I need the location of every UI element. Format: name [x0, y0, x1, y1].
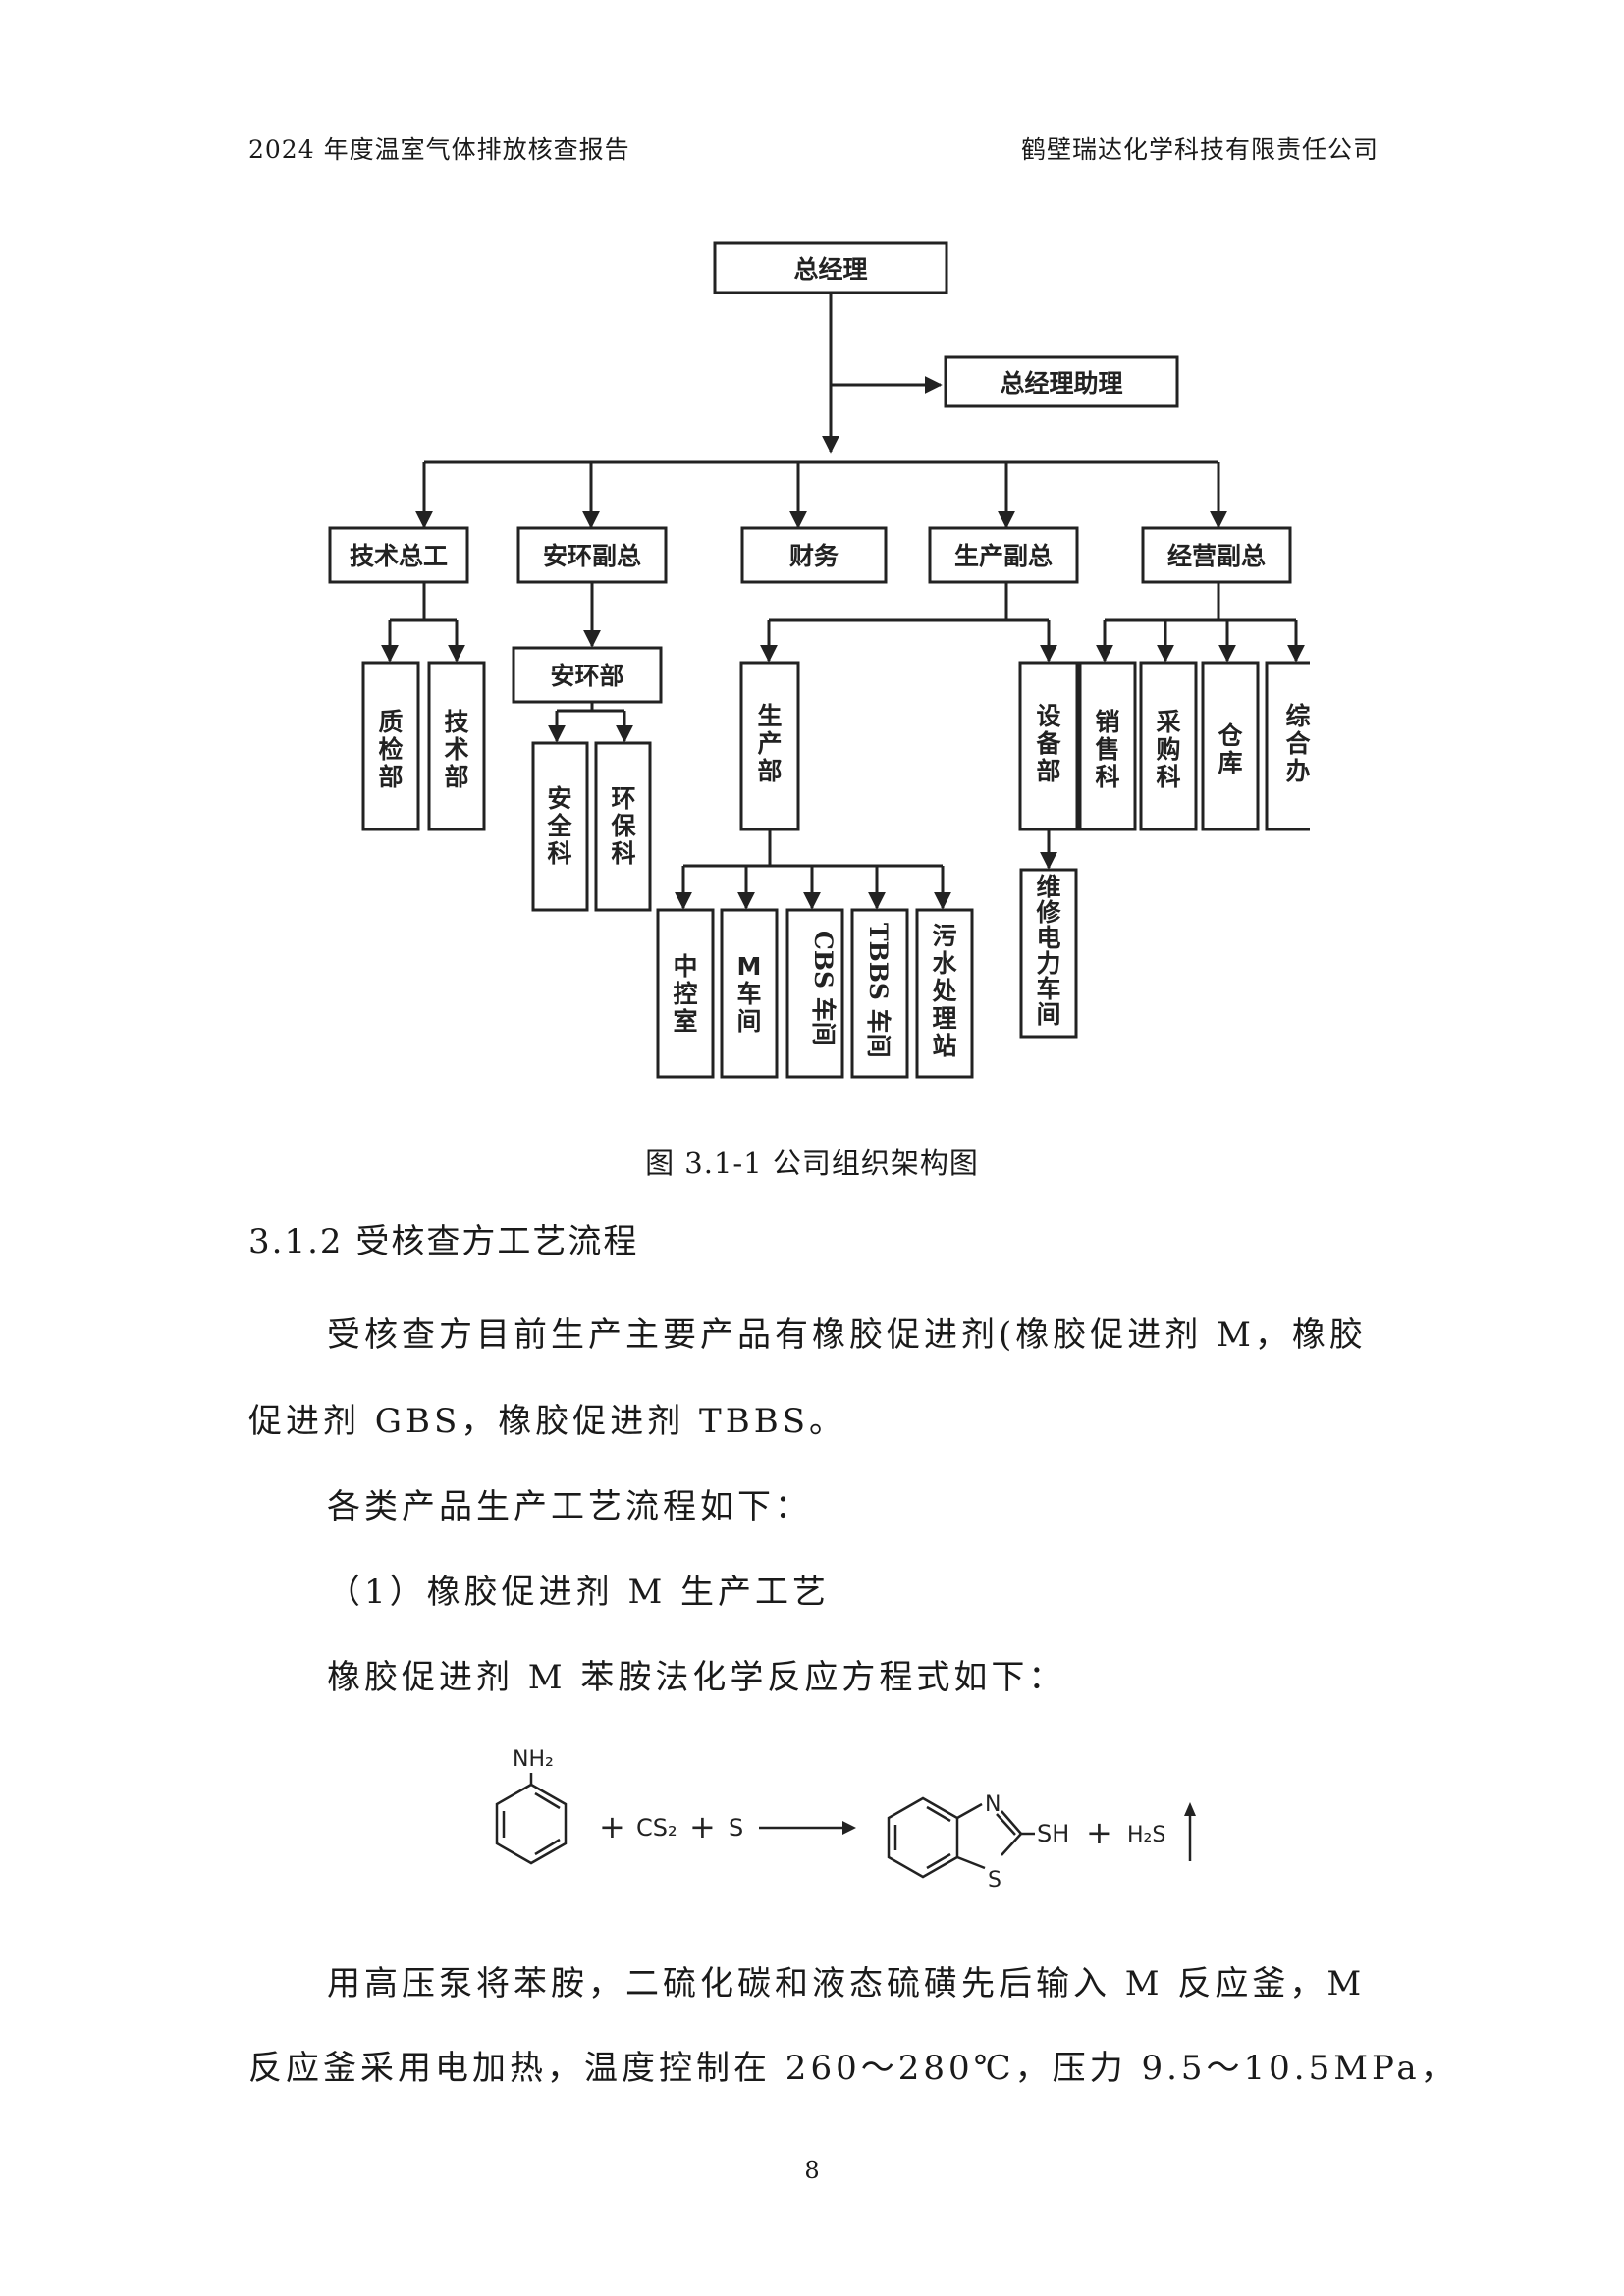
nh2-label: NH₂ — [513, 1747, 554, 1772]
box-env-protection: 环保科 — [594, 741, 652, 912]
paragraph-equation-intro: 橡胶促进剂 M 苯胺法化学反应方程式如下： — [327, 1658, 1066, 1697]
paragraph-process-line1: 用高压泵将苯胺，二硫化碳和液态硫磺先后输入 M 反应釜，M — [327, 1964, 1366, 2003]
purchasing-section-label: 采购科 — [1156, 708, 1180, 791]
maintenance-workshop-label: 维修电力车间 — [1035, 873, 1061, 1029]
safety-section-label: 安全科 — [546, 784, 572, 868]
mbt-structure: N S SH — [887, 1792, 1069, 1893]
gas-up-arrow — [1184, 1802, 1196, 1861]
finance-label: 财务 — [789, 542, 839, 570]
box-purchasing-section: 采购科 — [1139, 661, 1198, 831]
plus-3: + — [1086, 1814, 1112, 1851]
box-sales-section: 销售科 — [1078, 661, 1137, 831]
production-dept-label: 生产部 — [757, 702, 782, 785]
header-report-title: 2024 年度温室气体排放核查报告 — [248, 135, 630, 164]
box-equipment-dept: 设备部 — [1018, 661, 1079, 831]
page-number: 8 — [804, 2157, 820, 2184]
box-safety-section: 安全科 — [531, 741, 589, 912]
plus-2: + — [689, 1808, 716, 1845]
box-tech-dept: 技术部 — [427, 661, 486, 831]
box-production-dept: 生产部 — [739, 661, 800, 831]
tech-chief-label: 技术总工 — [350, 542, 448, 570]
paragraph-process-intro: 各类产品生产工艺流程如下： — [327, 1487, 812, 1526]
sewage-station-label: 污水处理站 — [931, 922, 957, 1060]
box-warehouse: 仓库 — [1201, 661, 1260, 831]
cbs-workshop-label: CBS 车间 — [809, 931, 838, 1046]
general-manager-label: 总经理 — [793, 255, 867, 284]
h2s-label: H₂S — [1127, 1823, 1165, 1847]
production-vp-label: 生产副总 — [954, 542, 1053, 570]
box-control-room: 中控室 — [656, 908, 715, 1079]
box-qc-dept: 质检部 — [361, 661, 420, 831]
sh-label: SH — [1037, 1820, 1069, 1847]
tbbs-workshop-label: TBBS 车间 — [864, 923, 893, 1058]
plus-1: + — [599, 1808, 625, 1845]
sales-section-label: 销售科 — [1095, 708, 1119, 791]
figure-caption: 图 3.1-1 公司组织架构图 — [645, 1147, 979, 1180]
control-room-label: 中控室 — [673, 952, 697, 1036]
box-gm-assistant: 总经理助理 — [944, 355, 1179, 408]
env-protection-label: 环保科 — [610, 784, 636, 868]
ring-s-label: S — [988, 1868, 1001, 1893]
equipment-dept-label: 设备部 — [1035, 702, 1061, 785]
box-maintenance-workshop: 维修电力车间 — [1019, 868, 1078, 1039]
box-sewage-station: 污水处理站 — [915, 908, 974, 1079]
env-dept-label: 安环部 — [550, 662, 623, 690]
section-heading: 3.1.2 受核查方工艺流程 — [248, 1222, 639, 1261]
paragraph-products-line1: 受核查方目前生产主要产品有橡胶促进剂(橡胶促进剂 M，橡胶 — [327, 1315, 1367, 1355]
box-general-office: 综合办 — [1265, 661, 1311, 831]
box-business-vp: 经营副总 — [1141, 526, 1292, 584]
business-vp-label: 经营副总 — [1167, 542, 1266, 570]
paragraph-products-line2: 促进剂 GBS，橡胶促进剂 TBBS。 — [248, 1402, 846, 1441]
paragraph-process-line2: 反应釜采用电加热，温度控制在 260～280℃，压力 9.5～10.5MPa， — [248, 2049, 1458, 2088]
ring-n-label: N — [985, 1792, 1001, 1817]
aniline-structure: NH₂ — [495, 1747, 568, 1865]
general-office-label: 综合办 — [1285, 702, 1311, 785]
box-tbbs-workshop: TBBS 车间 — [850, 908, 909, 1079]
env-vp-label: 安环副总 — [543, 542, 641, 570]
tech-dept-label: 技术部 — [444, 708, 468, 791]
qc-dept-label: 质检部 — [378, 708, 403, 791]
box-cbs-workshop: CBS 车间 — [785, 908, 844, 1079]
warehouse-label: 仓库 — [1217, 721, 1243, 777]
header-company-name: 鹤壁瑞达化学科技有限责任公司 — [1020, 135, 1379, 164]
gm-assistant-label: 总经理助理 — [1000, 369, 1122, 398]
box-finance: 财务 — [740, 526, 888, 584]
sulfur-label: S — [729, 1814, 743, 1842]
reaction-arrow — [759, 1821, 856, 1835]
cs2-label: CS₂ — [636, 1814, 677, 1842]
box-env-dept: 安环部 — [512, 646, 663, 704]
box-tech-chief: 技术总工 — [328, 526, 469, 584]
box-env-vp: 安环副总 — [516, 526, 668, 584]
box-production-vp: 生产副总 — [928, 526, 1079, 584]
paragraph-subheading-m: （1）橡胶促进剂 M 生产工艺 — [327, 1573, 831, 1612]
